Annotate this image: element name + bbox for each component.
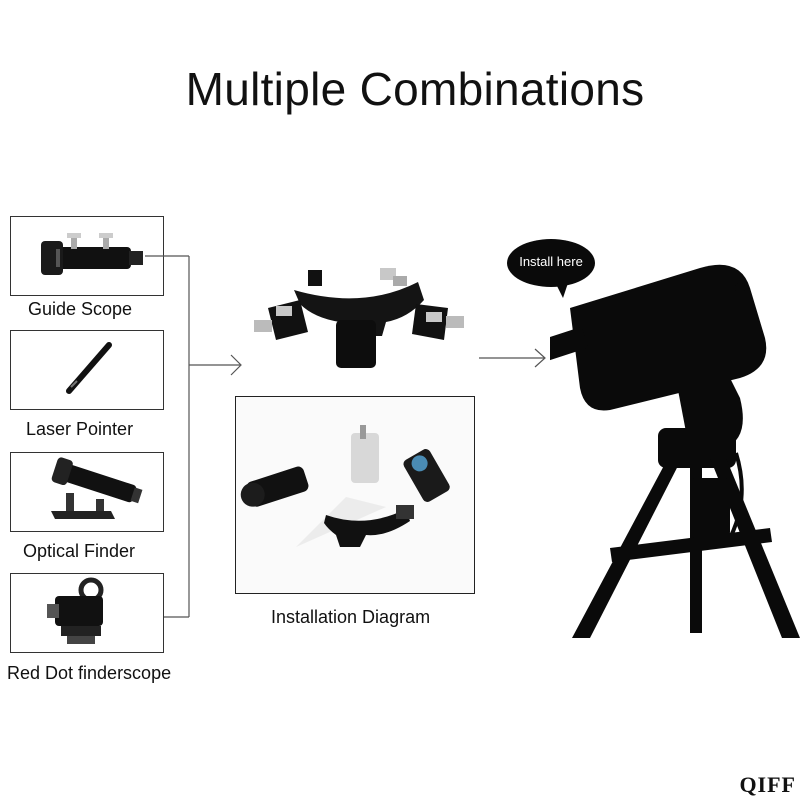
telescope-silhouette	[550, 264, 800, 638]
page-title: Multiple Combinations	[185, 63, 645, 115]
laser-pointer-box	[10, 330, 164, 410]
optical-finder-label: Optical Finder	[23, 541, 136, 561]
speech-bubble-shape	[507, 239, 595, 298]
red-dot-finderscope-box	[10, 573, 164, 653]
installation-diagram-frame	[235, 396, 475, 594]
guide-scope-icon	[41, 233, 143, 275]
installation-diagram-image	[236, 397, 474, 593]
brand-watermark: QIFF	[739, 772, 796, 797]
red-dot-finderscope-label: Red Dot finderscope	[7, 663, 172, 683]
laser-pointer-label: Laser Pointer	[26, 419, 134, 439]
optical-finder-icon	[51, 457, 143, 519]
laser-pointer-icon	[66, 342, 112, 394]
speech-bubble-text: Install here	[519, 254, 583, 269]
arrow-to-telescope-head	[534, 348, 546, 368]
guide-scope-box	[10, 216, 164, 296]
guide-scope-label: Guide Scope	[28, 299, 133, 319]
optical-finder-box	[10, 452, 164, 532]
arrow-to-mount-head	[230, 354, 242, 376]
red-dot-finderscope-icon	[47, 577, 104, 644]
install-here-callout: Install here	[505, 238, 597, 298]
dual-mount-bracket-image	[254, 268, 464, 368]
installation-diagram-caption: Installation Diagram	[271, 607, 431, 627]
